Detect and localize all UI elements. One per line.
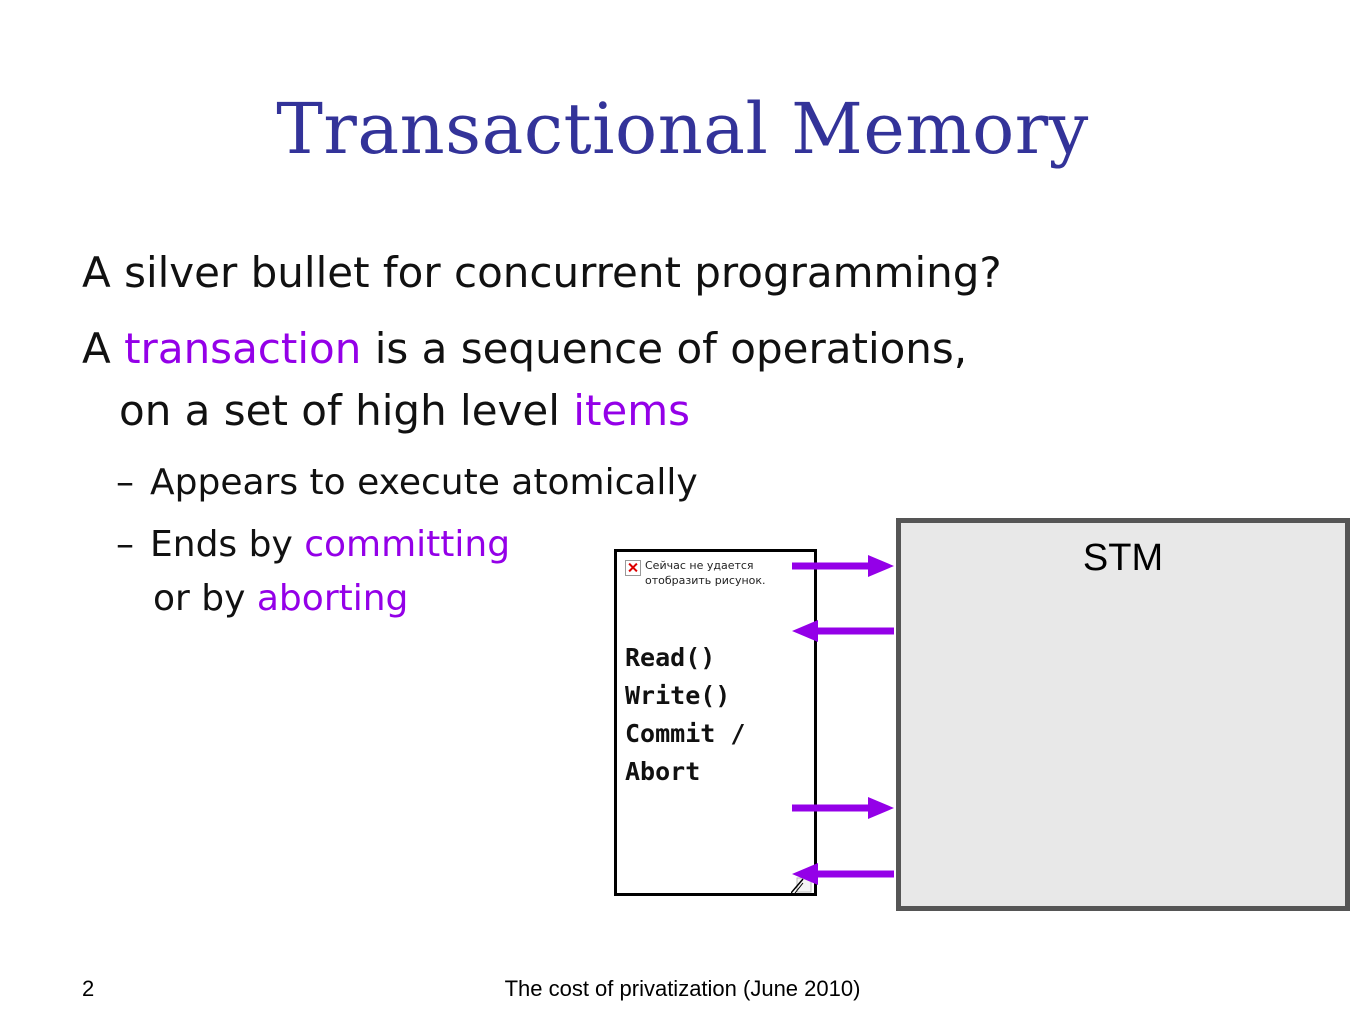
bullet2b-prefix: or by: [153, 578, 257, 619]
arrow-read-response: [792, 620, 894, 642]
line-silver-bullet: A silver bullet for concurrent programmi…: [82, 248, 1002, 297]
broken-image-icon: [625, 560, 641, 576]
folded-corner-icon: [791, 877, 812, 893]
transaction-code-box: Сейчас не удается отобразить рисунок. Re…: [614, 549, 817, 896]
op-write: Write(): [625, 681, 731, 710]
bullet-ends-committing: –Ends by committing: [116, 524, 510, 565]
term-aborting: aborting: [256, 578, 409, 619]
line-transaction-definition: A transaction is a sequence of operation…: [82, 324, 967, 373]
arrow-commit-response: [792, 863, 894, 885]
term-items: items: [573, 386, 691, 435]
bullet2-prefix: Ends by: [150, 524, 305, 565]
op-read: Read(): [625, 643, 716, 672]
line3-prefix: on a set of high level: [119, 386, 574, 435]
stm-label: STM: [1082, 537, 1164, 579]
term-transaction: transaction: [124, 324, 362, 373]
line2-middle: is a sequence of operations,: [361, 324, 968, 373]
bullet-appears-atomic: –Appears to execute atomically: [116, 462, 698, 503]
footer-caption: The cost of privatization (June 2010): [504, 976, 861, 1001]
arrow-commit-request: [792, 797, 894, 819]
slide-title: Transactional Memory: [276, 88, 1089, 170]
line-high-level-items: on a set of high level items: [119, 386, 690, 435]
stm-box: STM: [896, 518, 1350, 911]
bullet1-text: Appears to execute atomically: [150, 462, 698, 503]
arrow-read-request: [792, 555, 894, 577]
line2-prefix: A: [82, 324, 125, 373]
page-number: 2: [82, 976, 95, 1001]
bullet-dash: –: [116, 462, 134, 503]
operation-list: Read() Write() Commit / Abort: [625, 639, 745, 791]
op-abort: Abort: [625, 757, 701, 786]
bullet-dash: –: [116, 524, 134, 565]
term-committing: committing: [304, 524, 511, 565]
bullet-or-aborting: or by aborting: [153, 578, 408, 619]
op-commit: Commit /: [625, 719, 746, 748]
broken-image-text: Сейчас не удается отобразить рисунок.: [645, 559, 766, 587]
